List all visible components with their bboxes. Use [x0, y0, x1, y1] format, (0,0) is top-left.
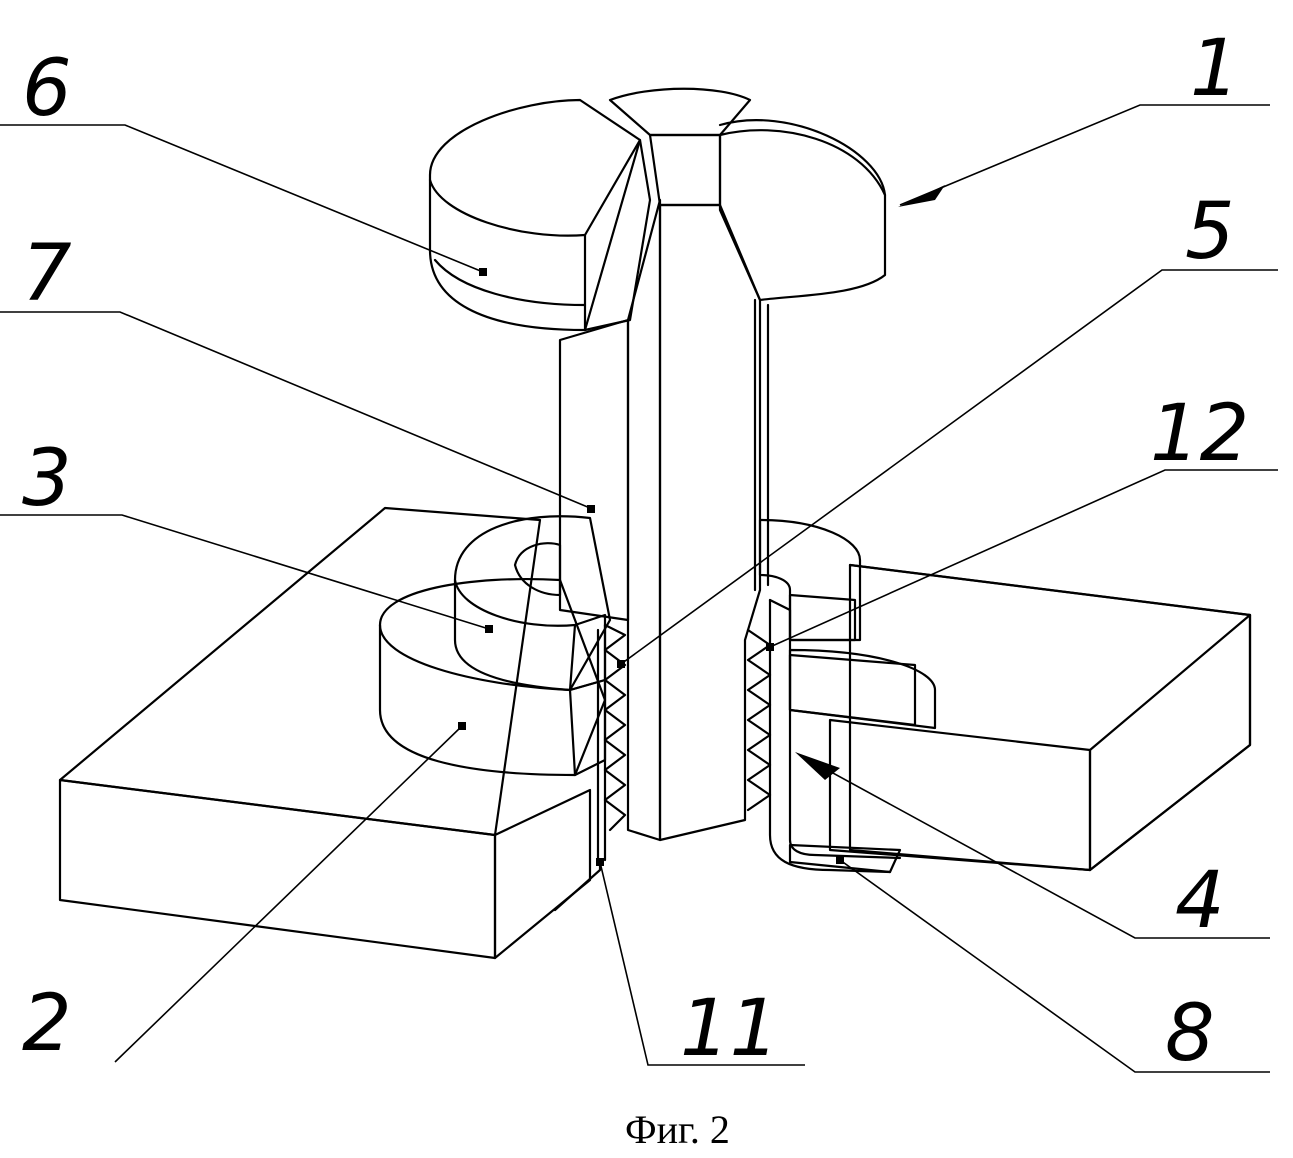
label-6: 6: [22, 44, 72, 134]
label-1: 1: [1190, 24, 1240, 114]
label-5: 5: [1185, 187, 1235, 277]
label-4: 4: [1175, 856, 1225, 946]
ring-3: [453, 515, 612, 692]
right-rings: [758, 518, 937, 730]
leader-lines: [0, 104, 1278, 1073]
bolt-shank: [558, 198, 770, 842]
label-12: 12: [1150, 389, 1249, 479]
label-3: 3: [22, 434, 72, 524]
thread-insert: [553, 598, 902, 912]
label-11: 11: [680, 984, 779, 1074]
figure-caption: Фиг. 2: [625, 1107, 730, 1152]
label-7: 7: [22, 229, 72, 319]
label-8: 8: [1165, 989, 1215, 1079]
label-2: 2: [22, 979, 72, 1069]
part-labels: 6 1 7 5 3 12 4 2 11 8: [22, 24, 1249, 1079]
base-plate: [58, 506, 1252, 960]
